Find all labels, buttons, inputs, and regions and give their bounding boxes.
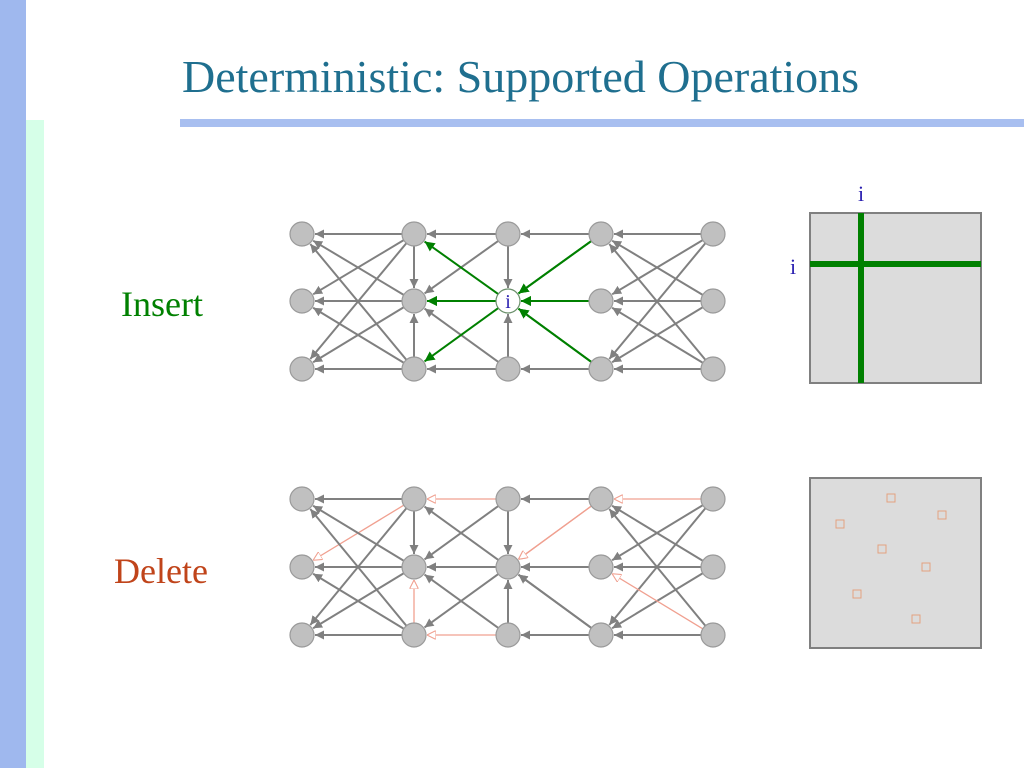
delete-matrix-mark (877, 544, 887, 554)
insert-edge (312, 306, 405, 364)
delete-edge (517, 573, 592, 629)
insert-node (289, 221, 315, 247)
insert-inserted-edge (517, 307, 592, 363)
delete-matrix-mark (886, 493, 896, 503)
insert-node (401, 288, 427, 314)
insert-inserted-edge (517, 240, 592, 295)
insert-node (588, 288, 614, 314)
delete-node (289, 622, 315, 648)
delete-node (700, 554, 726, 580)
delete-matrix-mark (921, 562, 931, 572)
slide-title: Deterministic: Supported Operations (182, 51, 860, 102)
insert-node (401, 356, 427, 382)
insert-label: Insert (121, 284, 203, 324)
delete-edge (309, 508, 408, 627)
insert-node (700, 356, 726, 382)
delete-node (495, 622, 521, 648)
insert-inserted-node (495, 288, 521, 314)
delete-deleted-edge (518, 505, 592, 559)
insert-node (289, 356, 315, 382)
delete-edge (608, 508, 707, 627)
title-underline (180, 119, 1024, 127)
insert-matrix-col-label: i (858, 181, 864, 206)
insert-inserted-edge (423, 307, 499, 363)
insert-node (588, 356, 614, 382)
insert-node (495, 356, 521, 382)
delete-edge (312, 504, 405, 562)
delete-matrix-marks (835, 493, 947, 624)
delete-matrix-mark (937, 510, 947, 520)
insert-matrix-box (809, 212, 982, 384)
delete-matrix-mark (911, 614, 921, 624)
insert-node (700, 221, 726, 247)
left-blue-stripe (0, 0, 26, 768)
delete-node (700, 622, 726, 648)
insert-matrix: i i (790, 181, 982, 384)
insert-node (588, 221, 614, 247)
insert-inserted-edge (424, 240, 499, 295)
delete-edge (423, 505, 499, 561)
insert-edge (608, 243, 707, 361)
delete-node (588, 486, 614, 512)
delete-node (401, 486, 427, 512)
delete-node (495, 486, 521, 512)
insert-node (289, 288, 315, 314)
delete-label: Delete (114, 551, 208, 591)
left-mint-stripe (26, 120, 44, 768)
delete-graph (289, 486, 726, 648)
delete-matrix-mark (835, 519, 845, 529)
insert-node (401, 221, 427, 247)
insert-edge (611, 306, 704, 364)
insert-graph: i (289, 221, 726, 382)
delete-node (289, 486, 315, 512)
insert-matrix-row-label: i (790, 254, 796, 279)
delete-matrix-mark (852, 589, 862, 599)
insert-edge (309, 243, 408, 361)
delete-node (495, 554, 521, 580)
insert-node (495, 221, 521, 247)
delete-edge (312, 572, 405, 630)
insert-edge (611, 239, 704, 296)
delete-node (401, 554, 427, 580)
delete-node (700, 486, 726, 512)
insert-edge (312, 239, 405, 296)
delete-edge (423, 573, 499, 629)
delete-deleted-edge (612, 574, 704, 630)
delete-node (289, 554, 315, 580)
insert-node (700, 288, 726, 314)
delete-node (588, 622, 614, 648)
insert-inserted-node-label: i (505, 291, 511, 313)
delete-edge (611, 504, 704, 562)
delete-node (588, 554, 614, 580)
delete-matrix (809, 477, 982, 649)
delete-matrix-box (809, 477, 982, 649)
delete-node (401, 622, 427, 648)
